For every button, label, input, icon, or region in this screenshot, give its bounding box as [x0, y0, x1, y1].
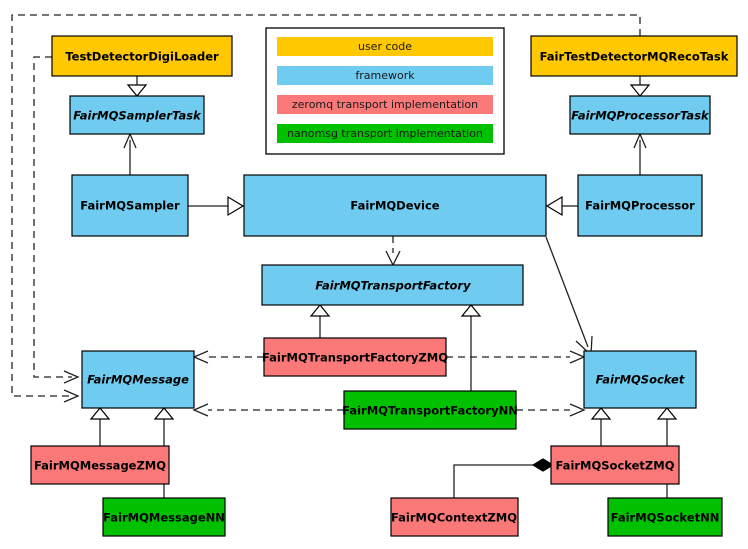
- node-box[interactable]: [390, 497, 519, 537]
- node-fairmqdevice[interactable]: FairMQDevice: [243, 174, 547, 237]
- node-box[interactable]: [550, 445, 680, 485]
- legend-swatch: [277, 66, 493, 85]
- node-fairmqprocessortask[interactable]: FairMQProcessorTask: [569, 95, 711, 135]
- legend-item-nanomsg: nanomsg transport implementation: [277, 124, 493, 143]
- arrowhead-digiloader-to-message: [63, 370, 80, 384]
- node-fairtestdetectormqrecotask[interactable]: FairTestDetectorMQRecoTask: [530, 35, 738, 77]
- node-fairmqsocketnn[interactable]: FairMQSocketNN: [607, 497, 723, 537]
- node-fairmqsampler[interactable]: FairMQSampler: [71, 174, 189, 237]
- node-fairmqmessagenn[interactable]: FairMQMessageNN: [102, 497, 226, 537]
- node-fairmqsamplertask[interactable]: FairMQSamplerTask: [69, 95, 205, 135]
- diagram-nodes: TestDetectorDigiLoader FairTestDetectorM…: [30, 35, 738, 537]
- node-fairmqcontextzmq[interactable]: FairMQContextZMQ: [390, 497, 519, 537]
- node-label: TestDetectorDigiLoader: [65, 50, 219, 64]
- arrowhead-recotask-processortask: [629, 84, 651, 97]
- node-fairmqtransportfactory[interactable]: FairMQTransportFactory: [261, 264, 524, 306]
- edge-recotask-to-message: [11, 14, 641, 397]
- edge-contextzmq-socketzmq: [453, 464, 533, 498]
- node-label: FairMQMessageZMQ: [34, 459, 166, 473]
- arrowhead-tfnn-transportfactory: [460, 304, 482, 317]
- node-box[interactable]: [30, 445, 170, 485]
- node-fairmqsocket[interactable]: FairMQSocket: [583, 350, 697, 409]
- legend-swatch: [277, 37, 493, 56]
- node-label: FairMQTransportFactory: [315, 279, 471, 293]
- node-label: FairMQSocket: [596, 373, 685, 387]
- node-box[interactable]: [583, 350, 697, 409]
- node-label: FairMQMessage: [87, 373, 189, 387]
- legend-item-zeromq: zeromq transport implementation: [277, 95, 493, 114]
- arrowhead-recotask-to-message: [63, 389, 80, 403]
- node-box[interactable]: [577, 174, 703, 237]
- legend: user code framework zeromq transport imp…: [265, 27, 505, 155]
- node-label: FairMQMessageNN: [103, 511, 225, 525]
- node-label: FairMQContextZMQ: [391, 511, 517, 525]
- legend-item-framework: framework: [277, 66, 493, 85]
- routed-dependency-edges: [11, 14, 641, 403]
- node-fairmqmessagezmq[interactable]: FairMQMessageZMQ: [30, 445, 170, 485]
- node-label: FairMQSocketZMQ: [556, 459, 675, 473]
- edge-device-socket: [545, 236, 589, 348]
- arrowhead-socketnn-socket: [656, 407, 678, 420]
- node-fairmqtransportfactoryzmq[interactable]: FairMQTransportFactoryZMQ: [262, 337, 448, 377]
- node-fairmqsocketzmq[interactable]: FairMQSocketZMQ: [550, 445, 680, 485]
- node-box[interactable]: [102, 497, 226, 537]
- arrowhead-socketzmq-socket: [590, 407, 612, 420]
- arrowhead-processor-device: [545, 195, 563, 217]
- node-box[interactable]: [81, 350, 195, 409]
- arrowhead-messagezmq-message: [89, 407, 111, 420]
- node-box[interactable]: [530, 35, 738, 77]
- node-label: FairMQDevice: [350, 199, 439, 213]
- node-testdetectordigiloader[interactable]: TestDetectorDigiLoader: [51, 35, 233, 77]
- node-box[interactable]: [569, 95, 711, 135]
- legend-swatch: [277, 124, 493, 143]
- legend-swatch: [277, 95, 493, 114]
- node-label: FairMQProcessor: [585, 199, 695, 213]
- node-fairmqtransportfactorynn[interactable]: FairMQTransportFactoryNN: [342, 390, 518, 430]
- arrowhead-tfzmq-transportfactory: [309, 304, 331, 317]
- node-label: FairTestDetectorMQRecoTask: [540, 50, 729, 64]
- node-fairmqmessage[interactable]: FairMQMessage: [81, 350, 195, 409]
- node-label: FairMQSocketNN: [611, 511, 720, 525]
- arrowhead-sampler-device: [227, 195, 245, 217]
- node-fairmqprocessor[interactable]: FairMQProcessor: [577, 174, 703, 237]
- arrowhead-tfnn-message: [192, 403, 209, 417]
- node-box[interactable]: [69, 95, 205, 135]
- node-label: FairMQTransportFactoryZMQ: [262, 351, 448, 365]
- legend-label: user code: [358, 40, 412, 53]
- node-box[interactable]: [263, 337, 447, 377]
- node-label: FairMQSampler: [80, 199, 180, 213]
- arrowhead-tfnn-socket: [569, 403, 586, 417]
- node-box[interactable]: [343, 390, 517, 430]
- legend-label: nanomsg transport implementation: [287, 127, 483, 140]
- node-box[interactable]: [261, 264, 524, 306]
- arrowhead-messagenn-message: [153, 407, 175, 420]
- legend-label: framework: [355, 69, 415, 82]
- node-box[interactable]: [71, 174, 189, 237]
- node-box[interactable]: [607, 497, 723, 537]
- node-label: FairMQProcessorTask: [571, 109, 710, 123]
- arrowhead-digiloader-samplertask: [126, 84, 148, 97]
- diagram-edges: [89, 76, 678, 498]
- legend-item-user-code: user code: [277, 37, 493, 56]
- node-label: FairMQTransportFactoryNN: [342, 404, 518, 418]
- node-label: FairMQSamplerTask: [73, 109, 202, 123]
- node-box[interactable]: [51, 35, 233, 77]
- legend-label: zeromq transport implementation: [292, 98, 478, 111]
- node-box[interactable]: [243, 174, 547, 237]
